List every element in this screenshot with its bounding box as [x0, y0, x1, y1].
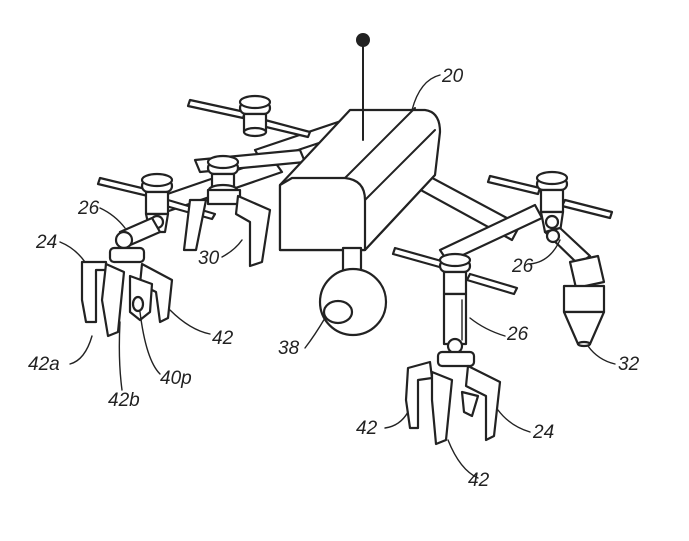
- ref-label-finger-left: 42: [212, 328, 234, 349]
- ref-label-arm-right: 26: [511, 256, 534, 277]
- gripper-front: [406, 352, 500, 444]
- ref-label-tool-right: 32: [618, 354, 640, 375]
- gripper-left: [82, 248, 172, 336]
- ref-label-finger-front-bottom: 42: [468, 470, 490, 491]
- rotor-front: [393, 248, 517, 294]
- manipulator-left: [116, 218, 160, 248]
- ref-label-tool-left: 24: [35, 232, 57, 253]
- ref-label-camera: 38: [278, 338, 300, 359]
- ref-label-tool-back: 30: [198, 248, 220, 269]
- rotor-rear-left: [188, 96, 310, 137]
- tool-nozzle: [564, 256, 604, 346]
- ref-label-finger-front-left: 42: [356, 418, 378, 439]
- ref-label-finger-left-b: 42b: [108, 390, 140, 411]
- ref-label-sensor: 40p: [160, 368, 192, 389]
- camera: [320, 248, 386, 335]
- ref-label-finger-left-a: 42a: [28, 354, 60, 375]
- manipulator-front: [444, 294, 466, 353]
- ref-label-arm-front: 26: [506, 324, 529, 345]
- ref-label-tool-front: 24: [532, 422, 554, 443]
- ref-label-arm-top-left: 26: [77, 198, 100, 219]
- ref-label-body: 20: [441, 66, 464, 87]
